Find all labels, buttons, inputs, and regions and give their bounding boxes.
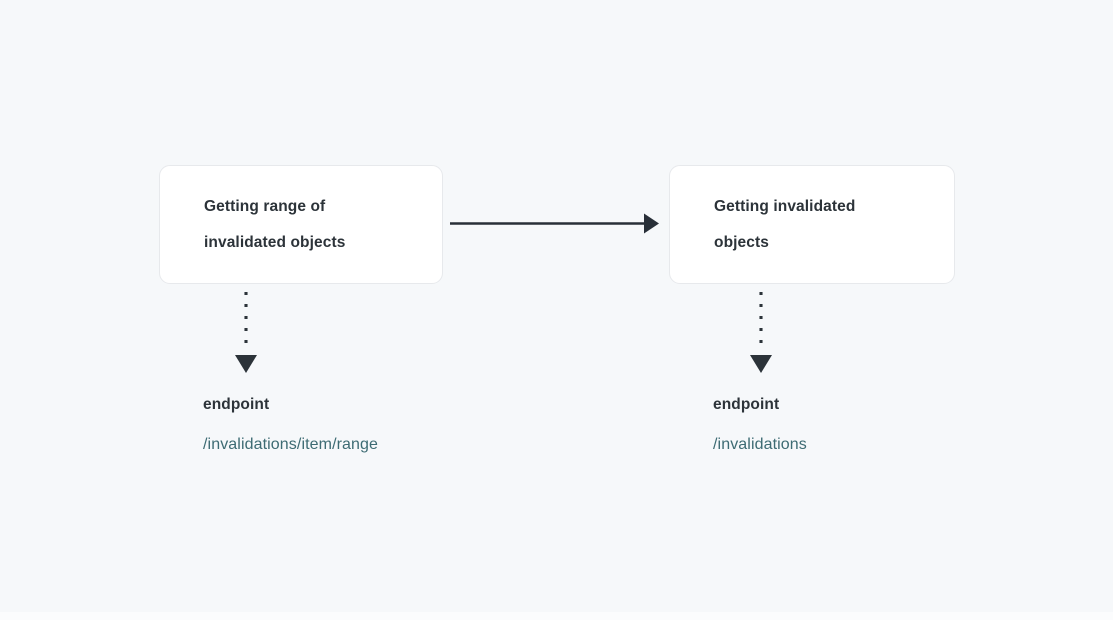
node-label: Getting invalidated objects xyxy=(714,197,856,251)
endpoint-annotation-1: endpoint /invalidations/item/range xyxy=(203,395,378,455)
bottom-edge-strip xyxy=(0,612,1113,620)
endpoint-title: endpoint xyxy=(203,396,270,413)
node-getting-invalidated-objects[interactable]: Getting invalidated objects xyxy=(669,165,955,284)
flow-arrow-right-icon xyxy=(450,213,659,234)
endpoint-annotation-2: endpoint /invalidations xyxy=(713,395,807,455)
endpoint-link-1-dotted-arrow-icon xyxy=(235,292,257,373)
node-getting-range-of-invalidated-objects[interactable]: Getting range of invalidated objects xyxy=(159,165,443,284)
endpoint-link-2-dotted-arrow-icon xyxy=(750,292,772,373)
endpoint-path[interactable]: /invalidations xyxy=(713,436,807,453)
node-label: Getting range of invalidated objects xyxy=(204,197,346,251)
endpoint-path[interactable]: /invalidations/item/range xyxy=(203,436,379,453)
endpoint-title: endpoint xyxy=(713,396,780,413)
